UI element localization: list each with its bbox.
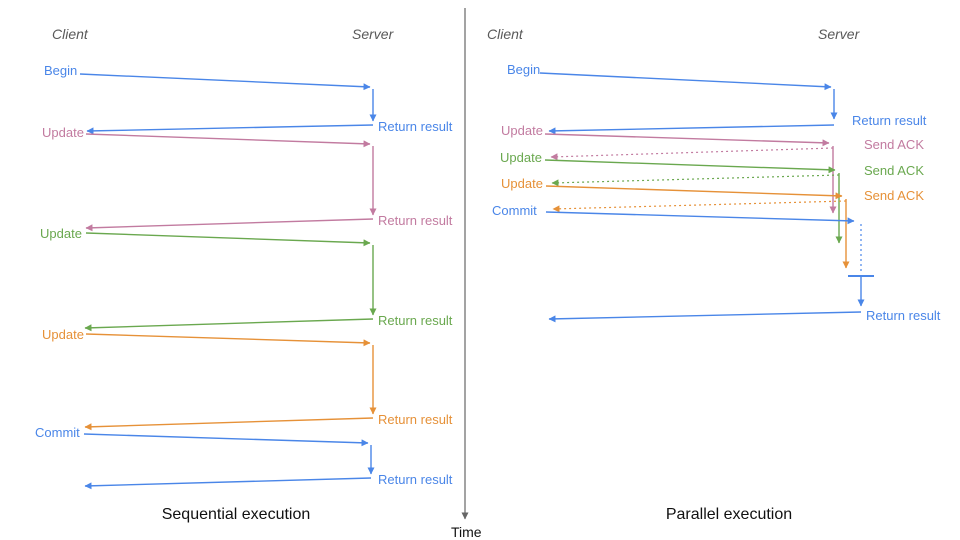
par-send-ack-2: Send ACK (864, 163, 924, 178)
seq-update1-label: Update (42, 125, 84, 140)
par-begin-label: Begin (507, 62, 541, 77)
parallel-update2-arrows (544, 159, 843, 244)
seq-return-result-1: Return result (378, 119, 453, 134)
seq-commit-label: Commit (35, 425, 80, 440)
par-update2-label: Update (500, 150, 542, 165)
parallel-execution-title: Parallel execution (665, 506, 793, 523)
parallel-update1-arrows (544, 133, 837, 214)
par-return-result-2: Return result (866, 308, 941, 323)
sequential-commit-arrows (83, 433, 375, 490)
seq-return-result-5: Return result (378, 472, 453, 487)
sequential-update3-arrows (84, 333, 377, 431)
left-server-label: Server (352, 26, 394, 42)
seq-update2-label: Update (40, 226, 82, 241)
seq-update3-label: Update (42, 327, 84, 342)
parallel-commit-arrows (545, 211, 874, 323)
right-server-label: Server (818, 26, 860, 42)
par-update3-label: Update (501, 176, 543, 191)
parallel-begin-arrows (539, 72, 838, 135)
sequential-execution-title: Sequential execution (161, 506, 311, 523)
seq-begin-label: Begin (44, 63, 78, 78)
right-client-label: Client (487, 26, 523, 42)
seq-return-result-3: Return result (378, 313, 453, 328)
par-update1-label: Update (501, 123, 543, 138)
time-axis-label: Time (451, 524, 482, 540)
par-send-ack-1: Send ACK (864, 137, 924, 152)
seq-return-result-4: Return result (378, 412, 453, 427)
par-return-result-1: Return result (852, 113, 927, 128)
parallel-update3-arrows (545, 185, 850, 269)
sequential-update2-arrows (84, 232, 377, 332)
par-send-ack-3: Send ACK (864, 188, 924, 203)
seq-return-result-2: Return result (378, 213, 453, 228)
par-commit-label: Commit (492, 203, 537, 218)
left-client-label: Client (52, 26, 88, 42)
sequential-begin-arrows (79, 73, 377, 135)
sequential-update1-arrows (85, 133, 377, 232)
